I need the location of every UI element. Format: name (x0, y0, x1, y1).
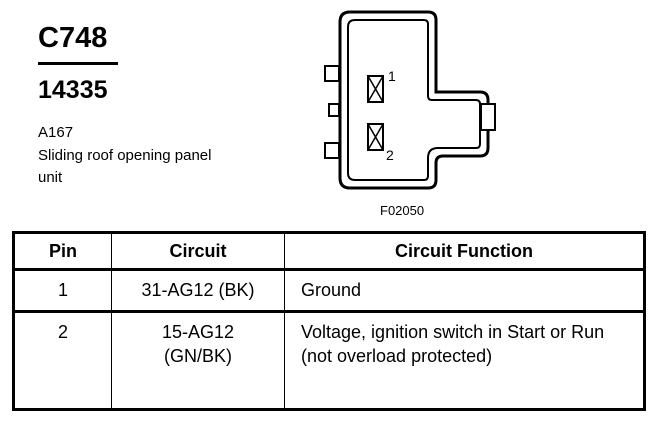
connector-housing-outer (338, 10, 490, 190)
cell-pin: 2 (13, 311, 112, 410)
latch-tab-middle (328, 103, 340, 117)
header-circuit-function: Circuit Function (284, 232, 645, 271)
cell-circuit: 15-AG12 (GN/BK) (111, 311, 285, 410)
connector-id-underline (38, 62, 118, 65)
cell-pin: 1 (13, 269, 112, 313)
cell-circuit: 31-AG12 (BK) (111, 269, 285, 313)
component-code: A167 (38, 124, 74, 141)
connector-housing-inner (347, 19, 481, 181)
latch-tab-top (324, 65, 340, 82)
table-row: 1 31-AG12 (BK) Ground (13, 269, 645, 313)
pin-label-1: 1 (388, 68, 396, 84)
figure-code: F02050 (380, 203, 425, 218)
cell-function: Voltage, ignition switch in Start or Run… (284, 311, 645, 410)
header-circuit: Circuit (111, 232, 285, 271)
header-pin: Pin (13, 232, 112, 271)
table-header-row: Pin Circuit Circuit Function (13, 232, 645, 271)
pin-table: Pin Circuit Circuit Function 1 31-AG12 (… (12, 231, 646, 411)
table-row: 2 15-AG12 (GN/BK) Voltage, ignition swit… (13, 311, 645, 410)
connector-id: C748 (38, 22, 108, 54)
latch-tab-bottom (324, 142, 340, 159)
component-description: Sliding roof opening panel unit (38, 147, 212, 186)
cell-function: Ground (284, 269, 645, 313)
connector-diagram: 1 2 (324, 10, 496, 190)
pin-label-2: 2 (386, 147, 394, 163)
key-tab-right (480, 103, 496, 131)
part-number: 14335 (38, 76, 108, 104)
